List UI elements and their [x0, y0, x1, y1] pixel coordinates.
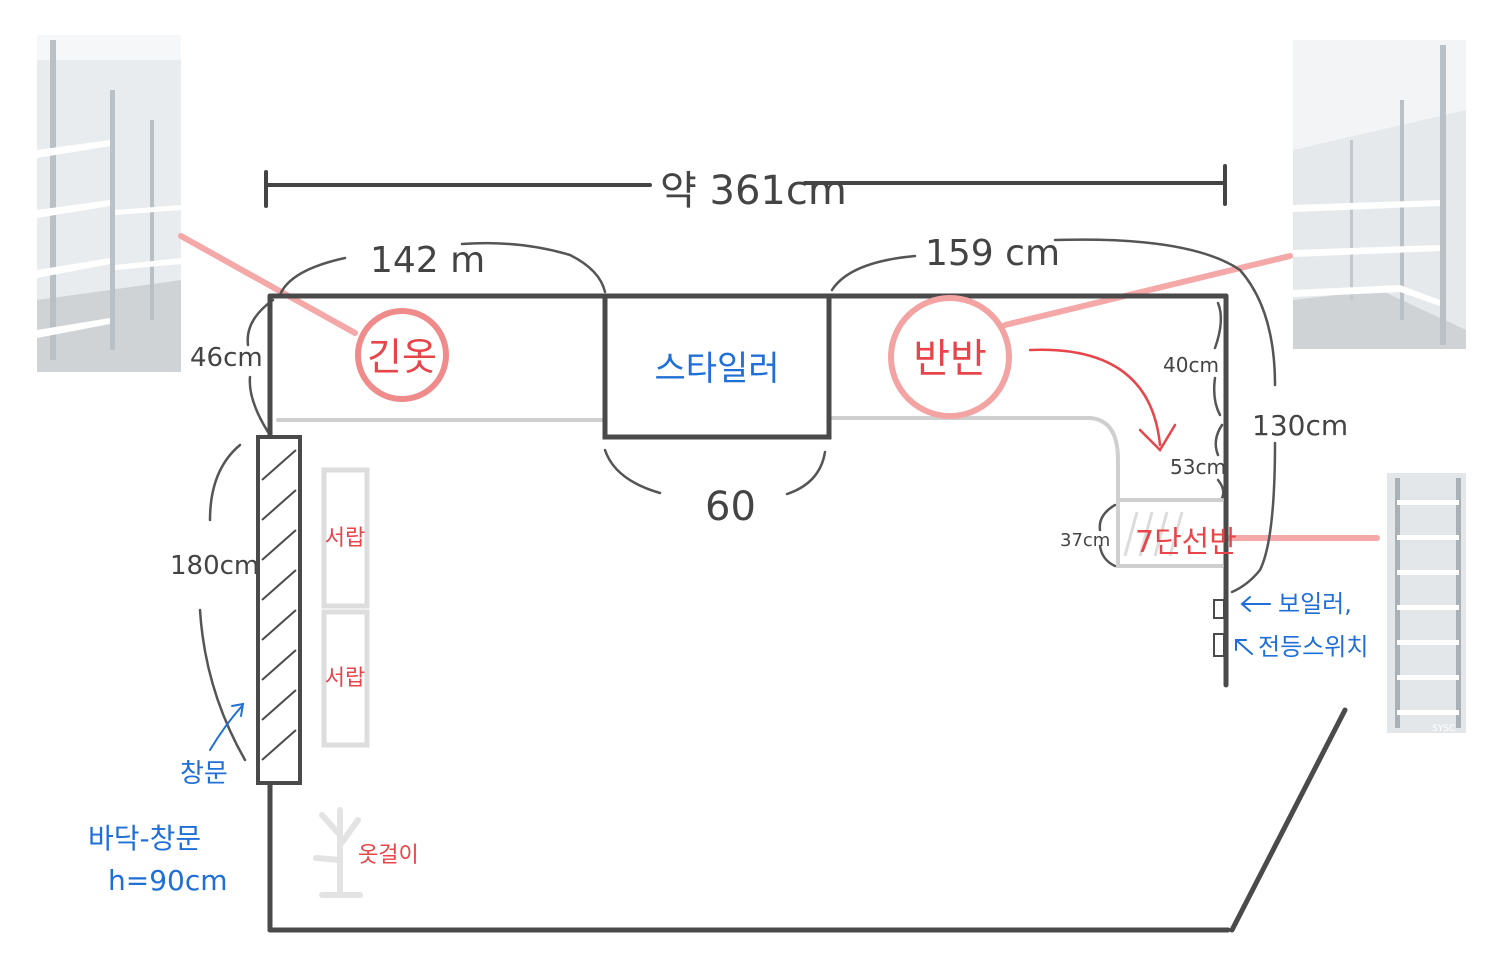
shelf-edges	[276, 416, 1224, 568]
connector-left	[178, 233, 358, 336]
photo-right	[1293, 40, 1466, 349]
label-shelf-7: 7단선반	[1135, 525, 1237, 560]
boiler-switch-box-2	[1213, 633, 1225, 657]
label-right-depth: 40cm	[1163, 353, 1219, 377]
label-boiler: 보일러,	[1278, 590, 1352, 618]
photo-shelf: SYSC	[1387, 473, 1466, 734]
photo-connectors	[178, 233, 1380, 541]
label-half-half: 반반	[913, 336, 987, 382]
label-right-mid: 53cm	[1170, 455, 1226, 479]
door-diagonal	[1229, 707, 1348, 933]
arrow-red	[1028, 348, 1177, 453]
label-hanger: 옷걸이	[358, 843, 419, 868]
label-window-height-1: 바닥-창문	[88, 822, 201, 855]
hanger-tree-icon	[313, 807, 363, 898]
drawer-lower	[321, 609, 370, 748]
label-shelf-depth: 37cm	[1060, 530, 1110, 551]
drawer-upper	[321, 467, 370, 609]
shelf-7-hatch	[1123, 511, 1184, 557]
label-drawer-lower: 서랍	[325, 666, 365, 691]
shelf-edge-right	[828, 416, 1224, 568]
label-right-total: 130cm	[1252, 409, 1348, 442]
window	[256, 435, 302, 785]
arrow-window	[209, 702, 245, 751]
circle-half-half	[888, 295, 1012, 419]
label-drawer-upper: 서랍	[325, 526, 365, 551]
photo-watermark: SYSC	[1432, 724, 1455, 734]
label-total-width: 약 361cm	[660, 168, 847, 214]
window-hatch	[261, 449, 297, 761]
circle-long-clothes	[355, 308, 449, 402]
label-window-height-2: h=90cm	[108, 864, 228, 897]
arrow-boiler	[1235, 596, 1271, 655]
label-light-switch: 전등스위치	[1258, 633, 1368, 661]
total-width-dimension	[264, 164, 1227, 208]
label-long-clothes: 긴옷	[367, 335, 437, 379]
label-window-length: 180cm	[170, 551, 259, 581]
label-window: 창문	[180, 759, 228, 789]
connector-right	[1002, 253, 1293, 328]
styler-box	[602, 293, 832, 440]
photo-left	[37, 35, 181, 372]
label-styler: 스타일러	[654, 349, 779, 389]
span-arcs	[198, 238, 1277, 762]
label-styler-width: 60	[705, 484, 756, 530]
boiler-switch-box-1	[1213, 599, 1225, 619]
label-left-depth: 46cm	[190, 343, 263, 373]
label-left-span: 142 m	[370, 240, 485, 281]
label-right-span: 159 cm	[925, 233, 1060, 274]
